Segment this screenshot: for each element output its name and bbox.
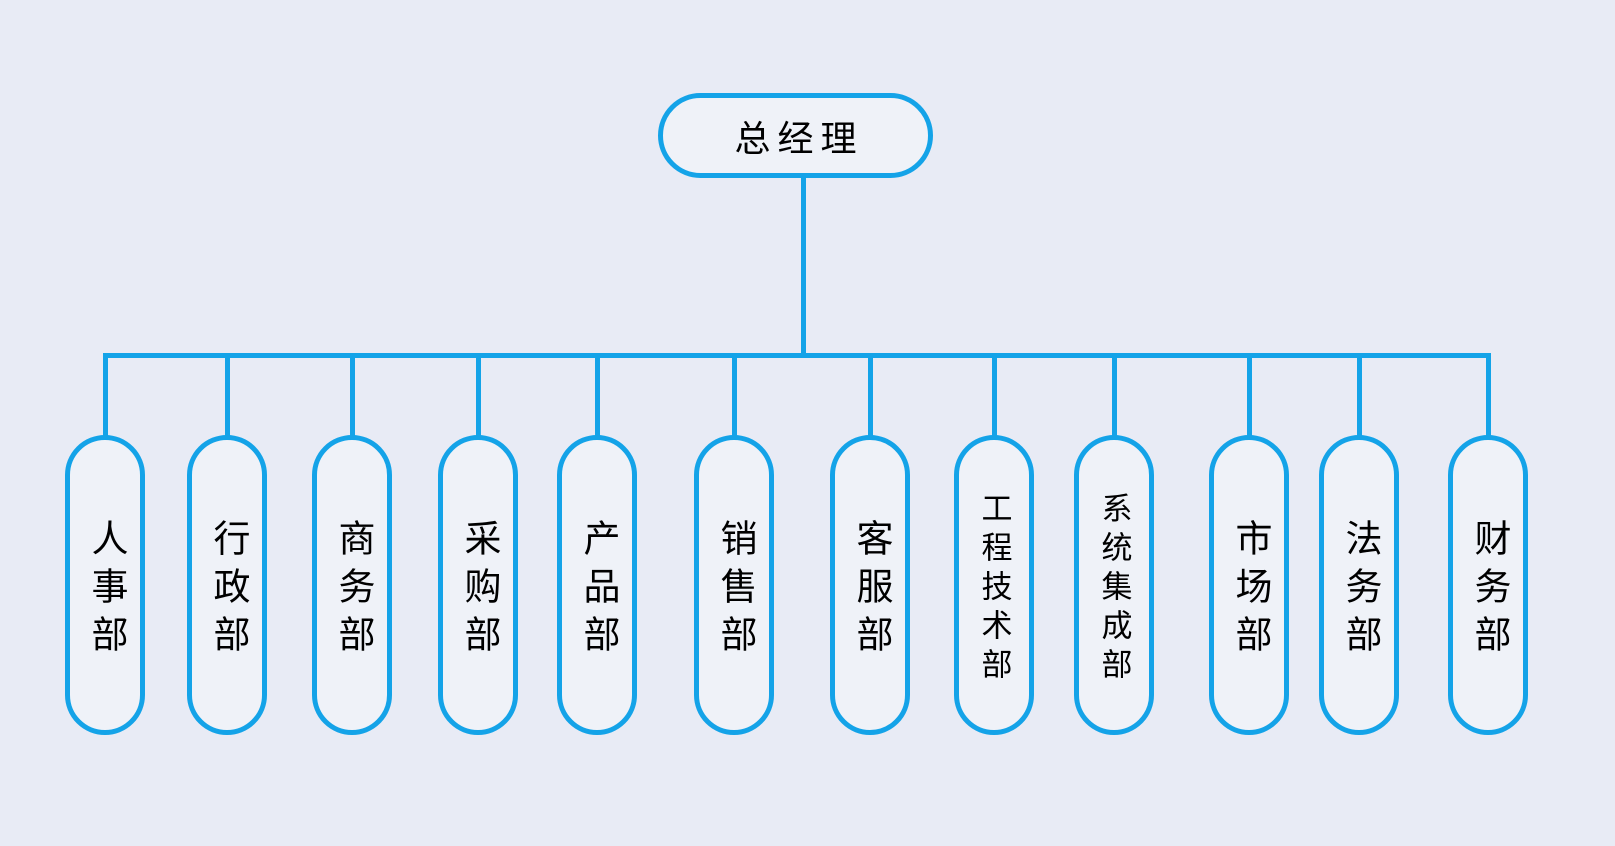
org-node-11: 法务部	[1319, 435, 1399, 735]
org-node-5: 产品部	[557, 435, 637, 735]
org-node-label: 采购部	[458, 518, 499, 663]
org-node-9: 系统集成部	[1074, 435, 1154, 735]
connector-drop-3	[349, 355, 355, 439]
org-node-10: 市场部	[1209, 435, 1289, 735]
org-node-2: 行政部	[187, 435, 267, 735]
org-node-label: 商务部	[332, 518, 373, 663]
connector-drop-1	[102, 355, 108, 439]
connector-drop-11	[1356, 355, 1362, 439]
org-node-4: 采购部	[438, 435, 518, 735]
org-node-label: 系统集成部	[1096, 491, 1132, 687]
connector-trunk	[801, 175, 806, 356]
org-node-label: 工程技术部	[976, 491, 1012, 687]
org-node-label: 产品部	[577, 518, 618, 663]
org-node-root-label: 总经理	[734, 118, 864, 159]
connector-drop-9	[1111, 355, 1117, 439]
org-node-label: 财务部	[1468, 518, 1509, 663]
org-node-3: 商务部	[312, 435, 392, 735]
connector-drop-2	[224, 355, 230, 439]
org-node-label: 人事部	[85, 518, 126, 663]
org-node-label: 客服部	[850, 518, 891, 663]
org-node-12: 财务部	[1448, 435, 1528, 735]
connector-drop-4	[475, 355, 481, 439]
org-node-label: 销售部	[714, 518, 755, 663]
connector-drop-10	[1246, 355, 1252, 439]
connector-drop-8	[991, 355, 997, 439]
connector-drop-7	[867, 355, 873, 439]
org-node-label: 行政部	[207, 518, 248, 663]
org-node-8: 工程技术部	[954, 435, 1034, 735]
org-node-root: 总经理	[658, 93, 933, 178]
org-node-7: 客服部	[830, 435, 910, 735]
org-node-1: 人事部	[65, 435, 145, 735]
connector-drop-12	[1485, 355, 1491, 439]
connector-drop-6	[731, 355, 737, 439]
org-node-label: 法务部	[1339, 518, 1380, 663]
connector-bus	[103, 353, 1491, 358]
connector-drop-5	[594, 355, 600, 439]
org-node-6: 销售部	[694, 435, 774, 735]
org-node-label: 市场部	[1229, 518, 1270, 663]
